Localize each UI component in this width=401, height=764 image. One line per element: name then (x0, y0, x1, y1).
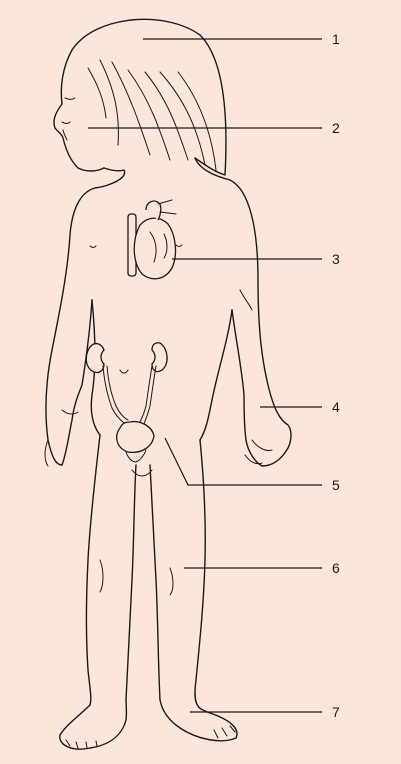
right-kidney (152, 343, 167, 372)
hair (61, 19, 226, 175)
callout-number-5: 5 (332, 477, 340, 493)
callout-number-7: 7 (332, 704, 340, 720)
heart-organ (128, 200, 176, 279)
callout-leaders (88, 39, 322, 712)
legs-outline (87, 435, 206, 706)
callout-labels: 1 2 3 4 5 6 7 (332, 31, 340, 720)
callout-number-2: 2 (332, 120, 340, 136)
leader-line-5 (165, 438, 322, 485)
callout-number-3: 3 (332, 251, 340, 267)
callout-number-1: 1 (332, 31, 340, 47)
left-kidney (86, 344, 104, 373)
callout-number-6: 6 (332, 560, 340, 576)
torso-outline (45, 158, 291, 466)
callout-number-4: 4 (332, 399, 340, 415)
head (54, 98, 104, 171)
feet-outline (60, 700, 237, 749)
bladder (117, 422, 154, 453)
